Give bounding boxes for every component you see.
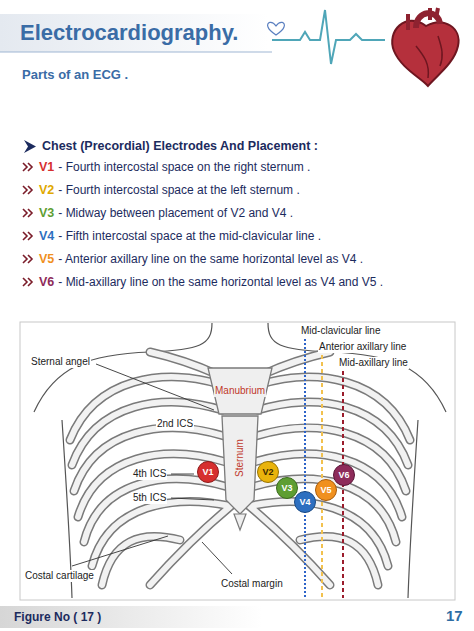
electrode-label: V1 xyxy=(202,467,213,477)
anatomy-label: Sternum xyxy=(234,439,246,477)
leader-lines xyxy=(72,364,232,574)
list-item: V3 - Midway between placement of V2 and V… xyxy=(22,206,293,220)
list-marker-path xyxy=(23,255,32,263)
costal-margin xyxy=(248,505,330,585)
mid-clavicular-line xyxy=(304,339,306,598)
anterior-axillary-line xyxy=(321,355,323,598)
footer-band xyxy=(0,606,262,628)
anatomy-label: 5th ICS xyxy=(132,492,167,504)
list-item: V1 - Fourth intercostal space on the righ… xyxy=(22,160,310,174)
clavicle xyxy=(264,352,330,374)
anatomy-label: Sternal angel xyxy=(30,356,91,368)
anatomy-label: Costal cartilage xyxy=(24,570,95,582)
electrode-label: V2 xyxy=(262,467,273,477)
list-marker xyxy=(22,277,34,287)
costal-margin xyxy=(248,505,330,585)
electrode-label: V4 xyxy=(299,497,310,507)
heart-icon xyxy=(392,8,458,86)
leader-line xyxy=(171,498,214,500)
list-item: V4 - Fifth intercostal space at the mid-c… xyxy=(22,229,321,243)
list-marker xyxy=(22,162,34,172)
lead-name: V4 xyxy=(39,229,54,243)
clavicle xyxy=(150,352,216,374)
lead-name: V3 xyxy=(39,206,54,220)
electrode: V2 xyxy=(257,461,279,483)
lead-placement: - Anterior axillary line on the same hor… xyxy=(58,252,363,266)
lead-name: V1 xyxy=(39,160,54,174)
subtitle: Parts of an ECG . xyxy=(22,67,128,82)
line-label: Mid-clavicular line xyxy=(300,325,381,337)
anatomy-label: 4th ICS xyxy=(132,468,167,480)
costal-margin xyxy=(150,505,232,585)
line-label: Anterior axillary line xyxy=(318,341,407,353)
figure-caption: Figure No ( 17 ) xyxy=(14,610,101,624)
lead-placement: - Fourth intercostal space at the left s… xyxy=(58,183,299,197)
heading-arrow xyxy=(24,140,36,153)
anatomy-label: Costal margin xyxy=(220,578,284,590)
lead-placement: - Fourth intercostal space on the right … xyxy=(58,160,310,174)
body-outline xyxy=(34,323,446,598)
leader-line xyxy=(72,536,168,566)
list-marker-path xyxy=(23,278,32,286)
electrode-label: V5 xyxy=(320,485,331,495)
section-heading: Chest (Precordial) Electrodes And Placem… xyxy=(42,139,318,153)
lead-placement: - Fifth intercostal space at the mid-cla… xyxy=(58,229,321,243)
electrode: V6 xyxy=(333,464,355,486)
electrode: V4 xyxy=(294,491,316,513)
leader-line xyxy=(202,542,232,574)
list-marker-path xyxy=(23,186,32,194)
heart-lines xyxy=(416,36,442,78)
page-title: Electrocardiography. xyxy=(20,20,238,46)
title-band xyxy=(0,14,268,52)
list-marker-path xyxy=(23,163,32,171)
clavicle xyxy=(264,352,330,374)
leader-line xyxy=(96,364,214,410)
electrode-label: V3 xyxy=(281,483,292,493)
xiphoid xyxy=(234,514,246,530)
costal-margin xyxy=(150,505,232,585)
leader-line xyxy=(171,474,194,475)
vessels xyxy=(408,8,438,30)
title-rule xyxy=(0,52,272,53)
page-number: 17 xyxy=(446,607,463,624)
electrode: V5 xyxy=(315,479,337,501)
sternum-body xyxy=(222,416,258,514)
small-heart xyxy=(268,22,285,35)
ecg-trace xyxy=(272,10,385,64)
list-marker-path xyxy=(23,232,32,240)
list-item: V2 - Fourth intercostal space at the left… xyxy=(22,183,300,197)
list-marker xyxy=(22,208,34,218)
ribs-fill xyxy=(70,352,410,585)
lead-placement: - Mid-axillary line on the same horizont… xyxy=(58,275,383,289)
lead-name: V5 xyxy=(39,252,54,266)
lead-name: V2 xyxy=(39,183,54,197)
heart-body xyxy=(392,21,458,86)
figure-frame xyxy=(20,322,455,600)
lead-name: V6 xyxy=(39,275,54,289)
line-label: Mid-axillary line xyxy=(338,357,409,369)
lead-placement: - Midway between placement of V2 and V4 … xyxy=(58,206,293,220)
electrode-label: V6 xyxy=(338,470,349,480)
list-marker xyxy=(22,231,34,241)
manubrium xyxy=(208,368,272,414)
anatomy-label: Manubrium xyxy=(214,385,266,397)
list-item: V6 - Mid-axillary line on the same horizo… xyxy=(22,275,383,289)
anatomy-label: 2nd ICS xyxy=(156,418,194,430)
ribs-outline xyxy=(70,352,410,585)
right-flank xyxy=(408,420,418,598)
list-marker xyxy=(22,254,34,264)
list-marker-path xyxy=(23,209,32,217)
electrode: V1 xyxy=(197,461,219,483)
clavicle xyxy=(150,352,216,374)
list-marker xyxy=(22,185,34,195)
list-item: V5 - Anterior axillary line on the same h… xyxy=(22,252,363,266)
